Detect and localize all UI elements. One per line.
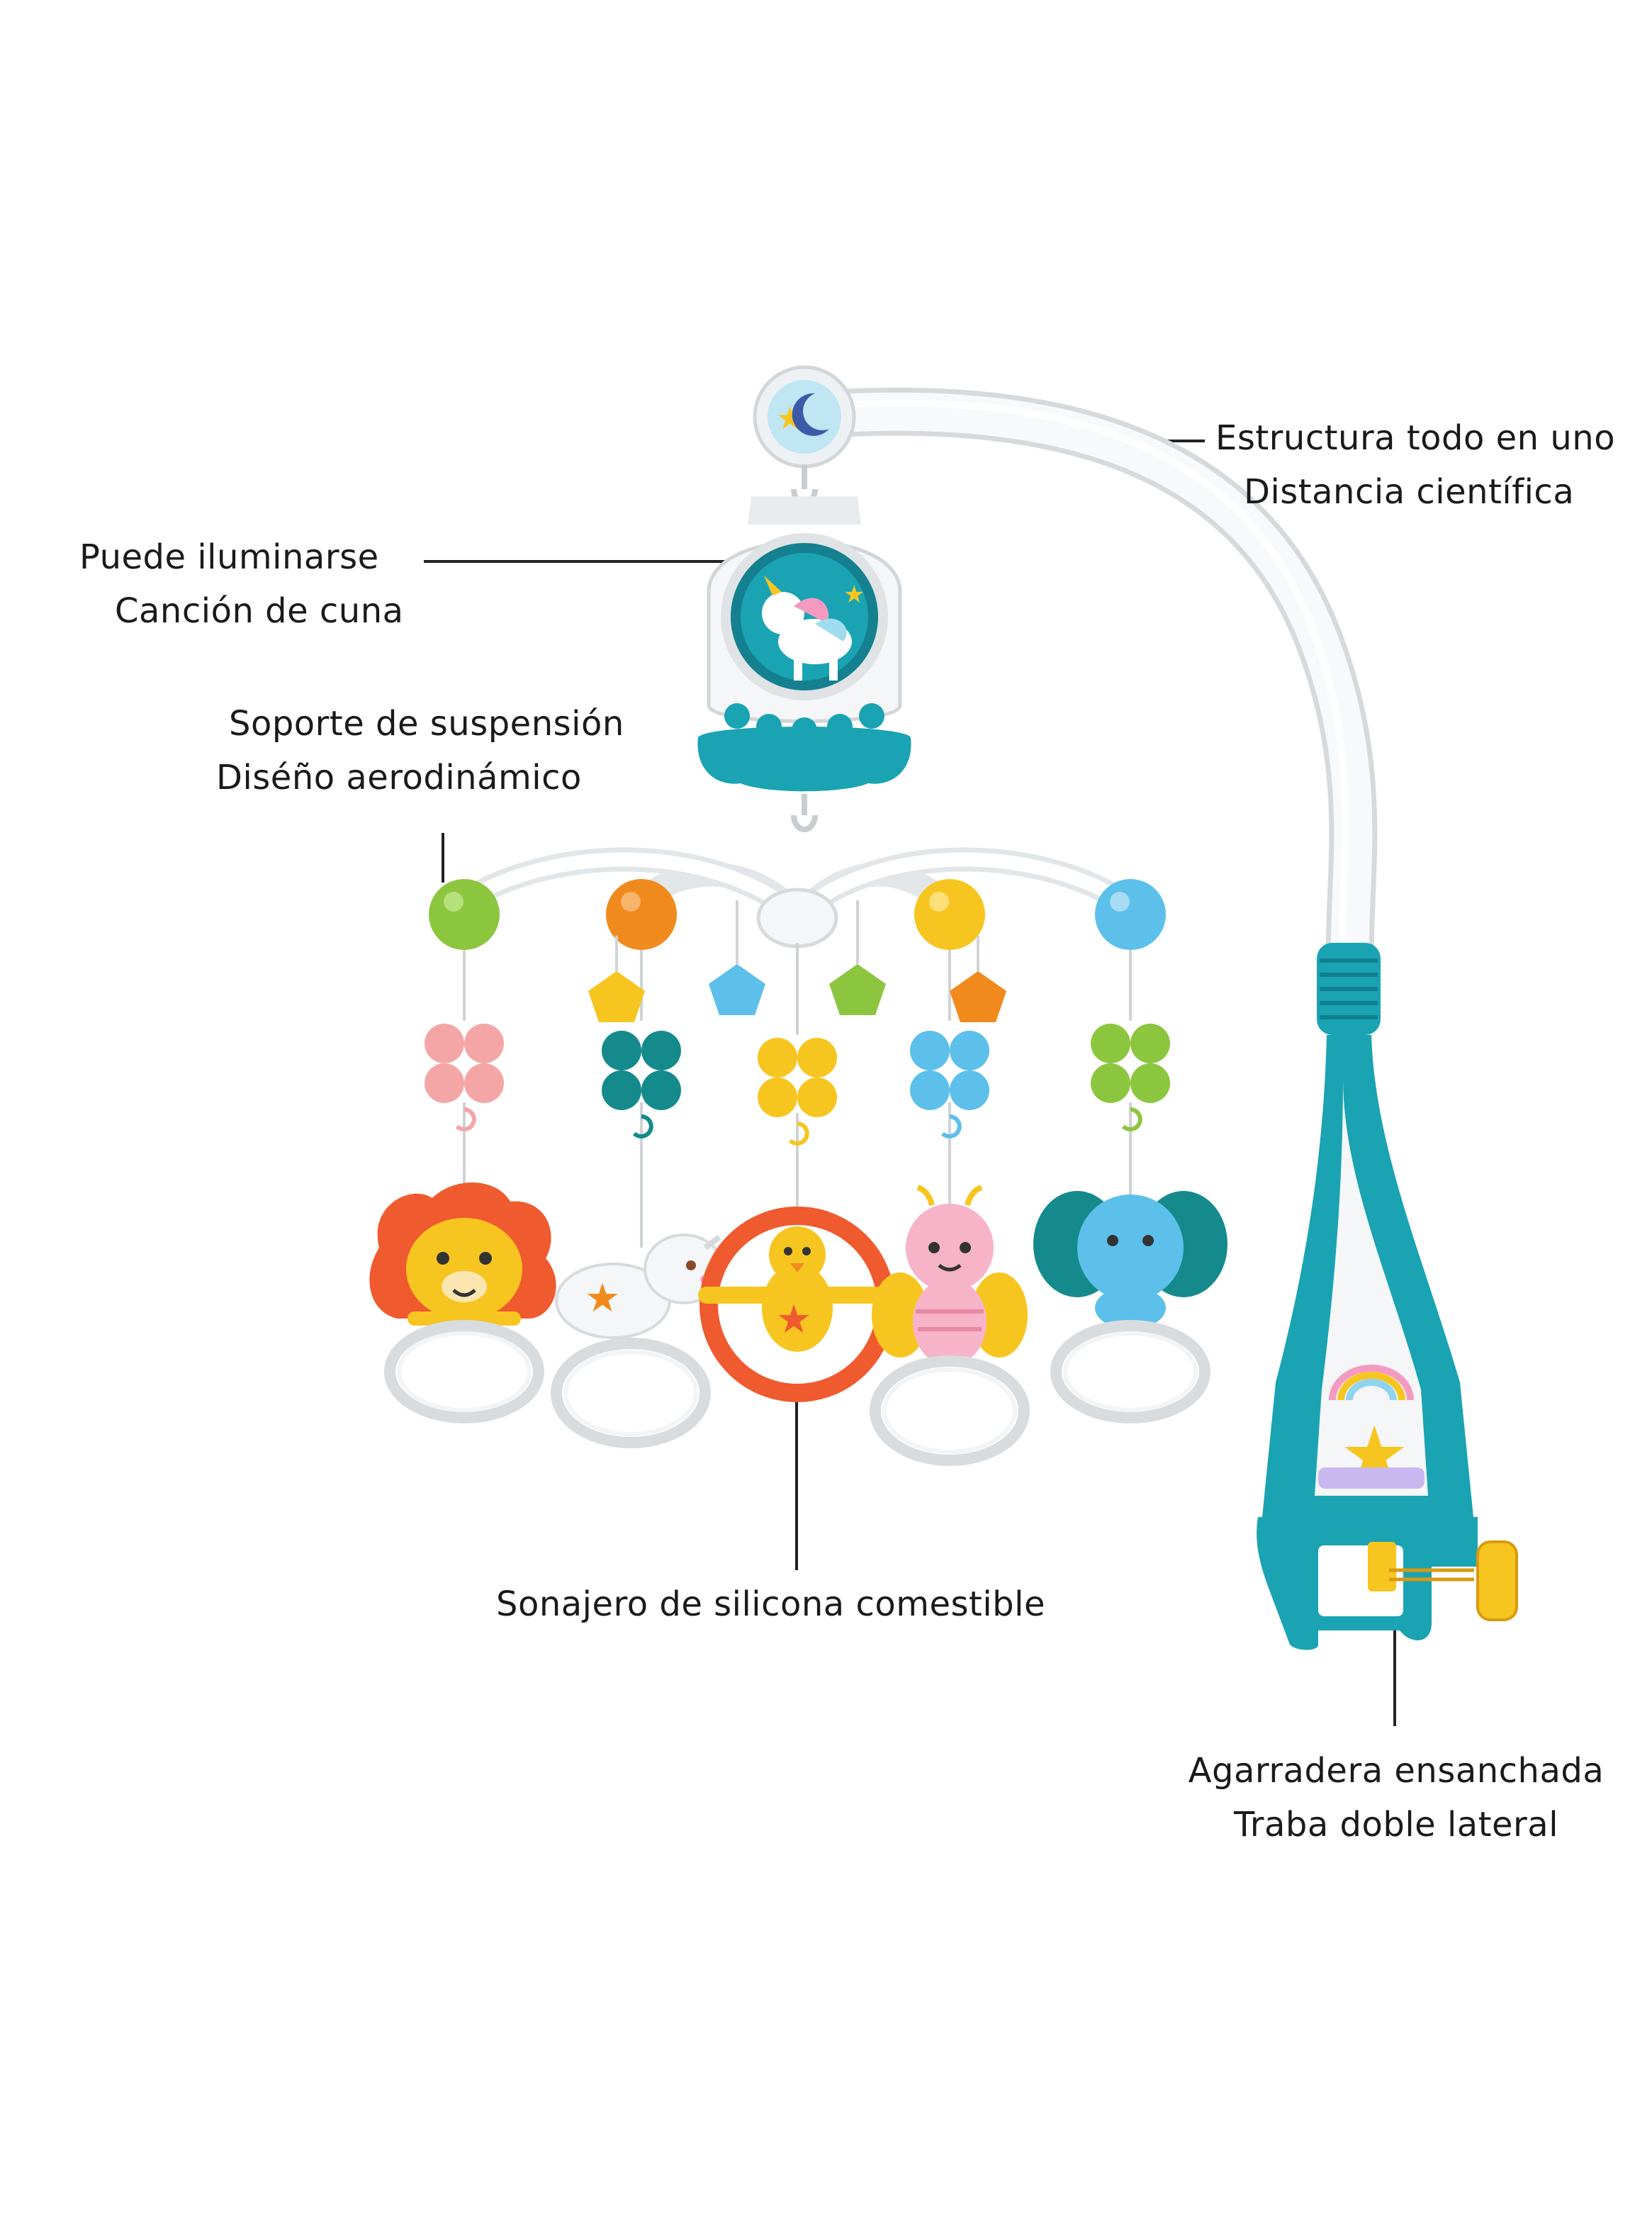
elephant-toy-icon [1033, 1191, 1227, 1423]
svg-text:★: ★ [776, 1297, 811, 1343]
flower-charm-icon [425, 1024, 1170, 1146]
callout-lines [424, 440, 1396, 1726]
callout-support-line1: Soporte de suspensión [229, 704, 624, 744]
mobile-arm: ★ [753, 365, 1378, 967]
callout-structure-line2: Distancia científica [1244, 472, 1575, 512]
crib-clamp-pole: ★ [1257, 943, 1518, 1650]
callout-structure-line1: Estructura todo en uno [1215, 418, 1616, 458]
hanger-frame [449, 847, 1139, 948]
callout-rattle: Sonajero de silicona comestible [496, 1577, 1045, 1631]
callout-clamp: Agarradera ensanchada Traba doble latera… [1148, 1744, 1644, 1852]
callout-light-line1: Puede iluminarse [79, 537, 379, 577]
music-box-unicorn-icon: ★ [697, 464, 911, 832]
chick-toy-icon: ★ [698, 1207, 897, 1402]
svg-text:★: ★ [843, 581, 865, 609]
callout-clamp-line2: Traba doble lateral [1233, 1805, 1559, 1845]
sheep-toy-icon: ★ [551, 1233, 724, 1448]
callout-support: Soporte de suspensión Diséño aerodinámic… [216, 697, 624, 805]
callout-clamp-line1: Agarradera ensanchada [1188, 1751, 1605, 1791]
svg-text:★: ★ [585, 1275, 620, 1321]
strings [463, 900, 1132, 1248]
lion-toy-icon [369, 1182, 556, 1423]
bee-toy-icon [870, 1185, 1030, 1466]
pentagon-charm-icon [588, 964, 1006, 1022]
callout-light-line2: Canción de cuna [115, 591, 404, 631]
frame-balls [429, 879, 1166, 950]
callout-structure: Estructura todo en uno Distancia científ… [1215, 411, 1615, 519]
callout-rattle-line1: Sonajero de silicona comestible [496, 1584, 1046, 1624]
callout-light: Puede iluminarse Canción de cuna [79, 530, 404, 638]
callout-support-line2: Diséño aerodinámico [216, 758, 582, 798]
